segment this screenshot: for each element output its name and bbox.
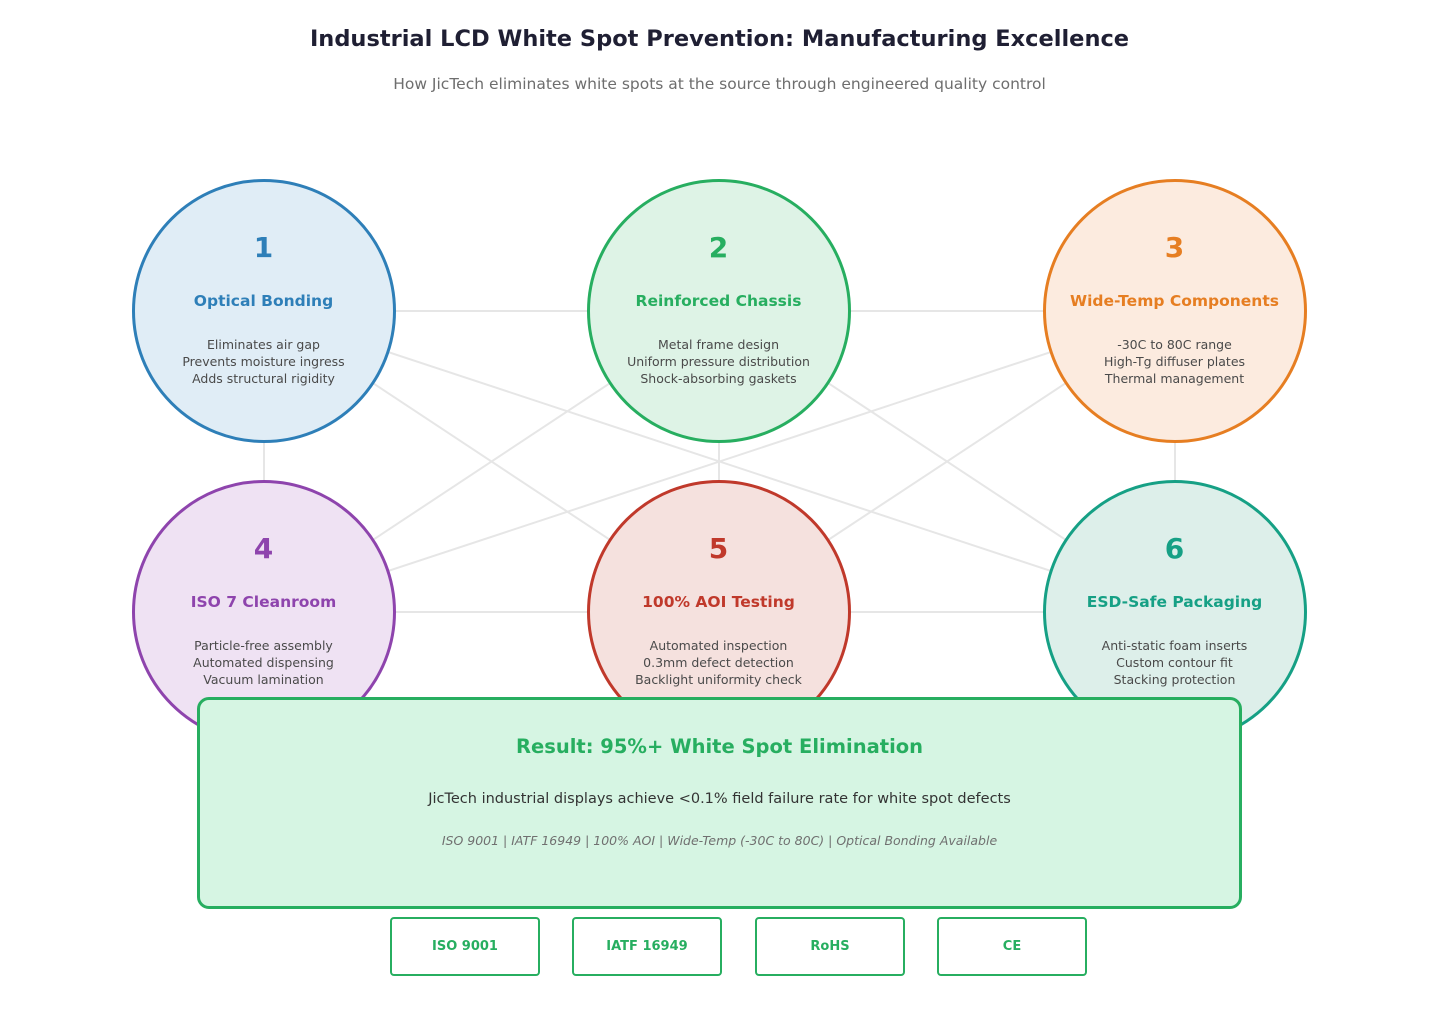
- step-line: Particle-free assembly: [194, 637, 333, 653]
- step-line: Adds structural rigidity: [192, 371, 335, 387]
- step-title: Reinforced Chassis: [635, 291, 802, 310]
- step-description: Metal frame design Uniform pressure dist…: [590, 336, 848, 388]
- page-title: Industrial LCD White Spot Prevention: Ma…: [309, 26, 1130, 52]
- step-number: 2: [708, 230, 729, 264]
- badge-rohs: RoHS: [755, 917, 905, 976]
- step-line: Custom contour fit: [1116, 654, 1233, 670]
- step-line: High-Tg diffuser plates: [1103, 353, 1246, 369]
- step-line: Automated dispensing: [193, 654, 334, 670]
- step-number: 3: [1164, 230, 1185, 264]
- step-description: Eliminates air gap Prevents moisture ing…: [135, 336, 393, 388]
- step-node-reinforced-chassis: 2 Reinforced Chassis Metal frame design …: [586, 178, 851, 443]
- step-node-optical-bonding: 1 Optical Bonding Eliminates air gap Pre…: [131, 178, 396, 443]
- step-line: Automated inspection: [649, 637, 788, 653]
- result-certifications-line: ISO 9001 | IATF 16949 | 100% AOI | Wide-…: [441, 833, 998, 848]
- step-line: Metal frame design: [658, 336, 779, 352]
- step-line: Anti-static foam inserts: [1101, 637, 1248, 653]
- step-line: Stacking protection: [1113, 672, 1236, 688]
- step-title: ESD-Safe Packaging: [1086, 592, 1263, 611]
- badge-ce: CE: [937, 917, 1087, 976]
- result-body: JicTech industrial displays achieve <0.1…: [428, 791, 1011, 807]
- connector-line: [263, 310, 1176, 613]
- step-line: Thermal management: [1104, 371, 1245, 387]
- step-line: 0.3mm defect detection: [643, 654, 794, 670]
- step-title: Wide-Temp Components: [1070, 291, 1279, 310]
- result-title: Result: 95%+ White Spot Elimination: [515, 735, 924, 758]
- page-subtitle: How JicTech eliminates white spots at th…: [393, 75, 1046, 93]
- step-number: 1: [253, 230, 274, 264]
- step-line: Backlight uniformity check: [635, 672, 802, 688]
- step-node-wide-temp-components: 3 Wide-Temp Components -30C to 80C range…: [1042, 178, 1307, 443]
- badge-iatf-16949: IATF 16949: [572, 917, 722, 976]
- step-title: ISO 7 Cleanroom: [190, 592, 337, 611]
- step-description: Anti-static foam inserts Custom contour …: [1046, 637, 1304, 689]
- step-description: Automated inspection 0.3mm defect detect…: [590, 637, 848, 689]
- step-number: 5: [708, 531, 729, 565]
- step-title: Optical Bonding: [193, 291, 334, 310]
- step-number: 6: [1164, 531, 1185, 565]
- step-description: -30C to 80C range High-Tg diffuser plate…: [1046, 336, 1304, 388]
- step-line: -30C to 80C range: [1117, 336, 1232, 352]
- badge-iso-9001: ISO 9001: [390, 917, 540, 976]
- step-title: 100% AOI Testing: [642, 592, 795, 611]
- step-line: Shock-absorbing gaskets: [640, 371, 797, 387]
- step-line: Prevents moisture ingress: [182, 353, 345, 369]
- step-number: 4: [253, 531, 274, 565]
- step-line: Vacuum lamination: [203, 672, 324, 688]
- step-line: Eliminates air gap: [207, 336, 320, 352]
- step-description: Particle-free assembly Automated dispens…: [135, 637, 393, 689]
- result-box: Result: 95%+ White Spot Elimination JicT…: [197, 697, 1242, 909]
- step-line: Uniform pressure distribution: [627, 353, 810, 369]
